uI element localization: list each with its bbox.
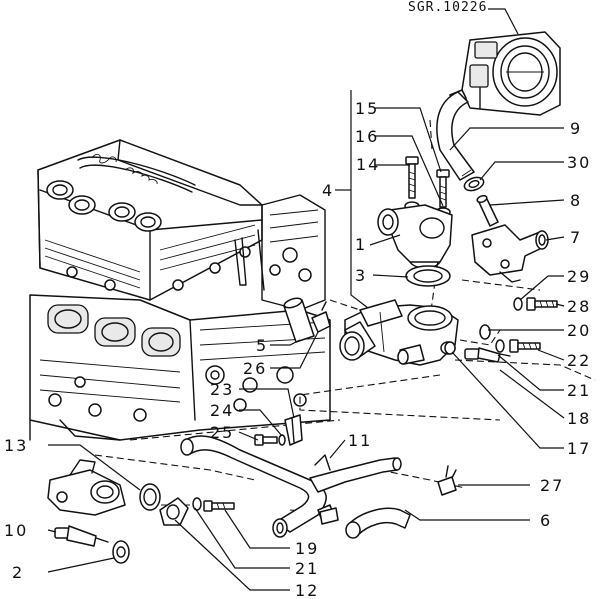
washer-2 <box>112 540 130 564</box>
gasket-3 <box>405 265 451 287</box>
callout-22: 22 <box>567 351 591 370</box>
callout-29: 29 <box>567 267 591 286</box>
bracket-23 <box>284 414 303 446</box>
hose-9 <box>436 91 475 181</box>
callout-18: 18 <box>567 409 591 428</box>
throttle-body <box>449 31 561 116</box>
bolt-22 <box>509 339 541 353</box>
callout-27: 27 <box>540 476 564 495</box>
callout-14: 14 <box>356 155 380 174</box>
temperature-sensor-18 <box>464 347 511 363</box>
bolt-28 <box>526 297 558 311</box>
hose-clamp-30 <box>463 176 485 192</box>
callout-23: 23 <box>210 380 234 399</box>
leader-lines <box>47 90 565 591</box>
callout-5: 5 <box>256 336 268 355</box>
callout-6: 6 <box>540 511 552 530</box>
coolant-housing-4 <box>339 299 459 366</box>
callout-21-bottom: 21 <box>295 559 319 578</box>
seal-20 <box>479 324 491 340</box>
washer-24 <box>278 434 286 446</box>
reference-code: SGR.10226 <box>408 0 487 15</box>
callout-labels: 15 16 14 4 1 3 9 30 8 7 29 28 20 22 21 1… <box>4 99 591 599</box>
callout-8: 8 <box>570 191 582 210</box>
washer-21-upper <box>495 339 505 353</box>
washer-21-lower <box>192 497 202 511</box>
callout-26: 26 <box>243 359 267 378</box>
callout-24: 24 <box>210 401 234 420</box>
coolant-flange-13 <box>47 459 126 516</box>
callout-19: 19 <box>295 539 319 558</box>
callout-17: 17 <box>567 439 591 458</box>
callout-30: 30 <box>567 153 591 172</box>
callout-2: 2 <box>12 563 24 582</box>
hose-clamp-26 <box>311 301 331 333</box>
callout-4: 4 <box>322 181 334 200</box>
callout-25: 25 <box>210 423 234 442</box>
washer-17 <box>444 341 456 355</box>
callout-11: 11 <box>348 431 372 450</box>
callout-3: 3 <box>355 266 367 285</box>
callout-10: 10 <box>4 521 28 540</box>
gasket-12 <box>159 497 189 526</box>
bolt-14 <box>405 156 419 199</box>
callout-15: 15 <box>355 99 379 118</box>
pipe-8 <box>476 194 499 227</box>
hose-connector-5 <box>283 297 315 343</box>
bolt-19 <box>203 500 235 512</box>
bolt-15 <box>436 169 450 208</box>
callout-1: 1 <box>355 235 367 254</box>
hose-clamp-27 <box>437 465 457 496</box>
washer-29 <box>513 297 523 311</box>
hose-6 <box>319 507 411 539</box>
thermostat-cover-1 <box>377 204 453 269</box>
water-outlet-7 <box>471 224 549 283</box>
callout-7: 7 <box>570 228 582 247</box>
callout-13: 13 <box>4 436 28 455</box>
bolt-25 <box>254 434 278 446</box>
callout-9: 9 <box>570 119 582 138</box>
callout-28: 28 <box>567 297 591 316</box>
seal-ring-13 <box>139 483 161 511</box>
engine-block <box>29 139 331 441</box>
callout-12: 12 <box>295 581 319 599</box>
temperature-sender-10 <box>54 525 109 547</box>
callout-21-right: 21 <box>567 381 591 400</box>
callout-16: 16 <box>355 127 379 146</box>
callout-20: 20 <box>567 321 591 340</box>
